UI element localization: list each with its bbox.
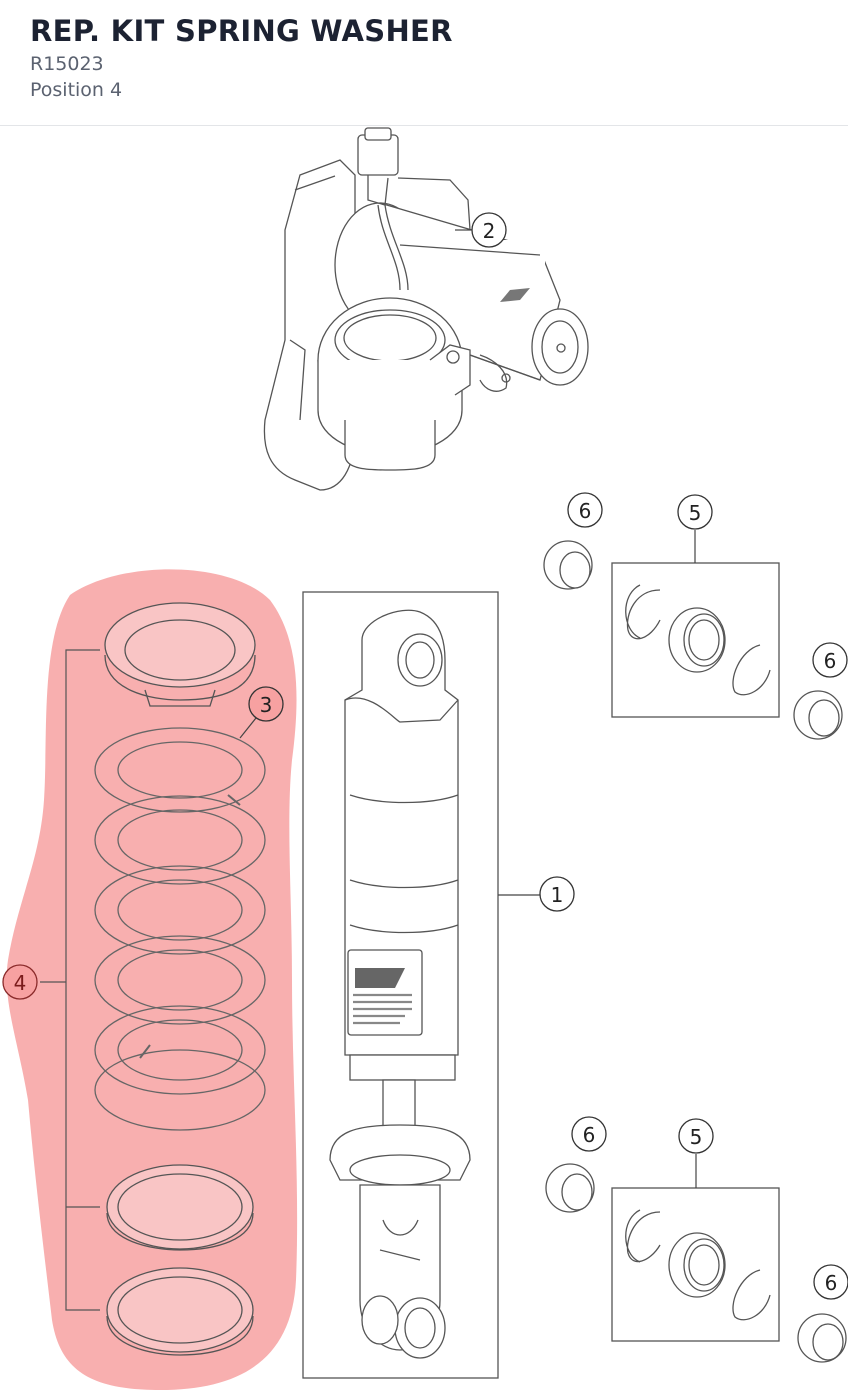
- svg-text:1: 1: [551, 883, 564, 907]
- position-4-bracket: [40, 649, 100, 1311]
- svg-text:6: 6: [583, 1123, 596, 1147]
- spring-part: [94, 727, 266, 1131]
- svg-text:5: 5: [689, 501, 702, 525]
- part-title: REP. KIT SPRING WASHER: [30, 14, 453, 48]
- callout-5[interactable]: 5: [677, 494, 713, 530]
- svg-text:5: 5: [690, 1125, 703, 1149]
- reservoir-part: [263, 127, 589, 491]
- callout-leader-lines: [239, 229, 697, 1188]
- callout-6[interactable]: 6: [812, 642, 848, 678]
- callout-6[interactable]: 6: [571, 1116, 607, 1152]
- callout-6[interactable]: 6: [813, 1264, 848, 1300]
- svg-text:4: 4: [14, 971, 27, 995]
- callout-3[interactable]: 3: [248, 686, 284, 722]
- bearing-kit-upper: [611, 562, 780, 718]
- callout-2[interactable]: 2: [471, 212, 507, 248]
- shock-absorber-frame: [302, 591, 499, 1379]
- bearing-kit-lower: [611, 1187, 780, 1342]
- callout-1[interactable]: 1: [539, 876, 575, 912]
- exploded-parts-diagram: 2 6 5 6 3 1 4 6 5 6: [2, 127, 848, 1390]
- svg-text:6: 6: [579, 499, 592, 523]
- shock-absorber-part: [329, 609, 471, 1359]
- svg-text:6: 6: [825, 1271, 838, 1295]
- seal-part: [543, 540, 847, 1363]
- spring-washer-middle[interactable]: [106, 1164, 254, 1251]
- callout-5[interactable]: 5: [678, 1118, 714, 1154]
- spring-washer-upper[interactable]: [104, 602, 256, 707]
- part-position: Position 4: [30, 79, 123, 101]
- callout-4[interactable]: 4: [2, 964, 38, 1000]
- svg-text:3: 3: [260, 693, 273, 717]
- callout-6[interactable]: 6: [567, 492, 603, 528]
- svg-text:2: 2: [483, 219, 496, 243]
- svg-text:6: 6: [824, 649, 837, 673]
- part-number: R15023: [30, 53, 104, 75]
- spring-washer-lower[interactable]: [106, 1267, 254, 1356]
- part-header: REP. KIT SPRING WASHER R15023 Position 4: [0, 0, 848, 126]
